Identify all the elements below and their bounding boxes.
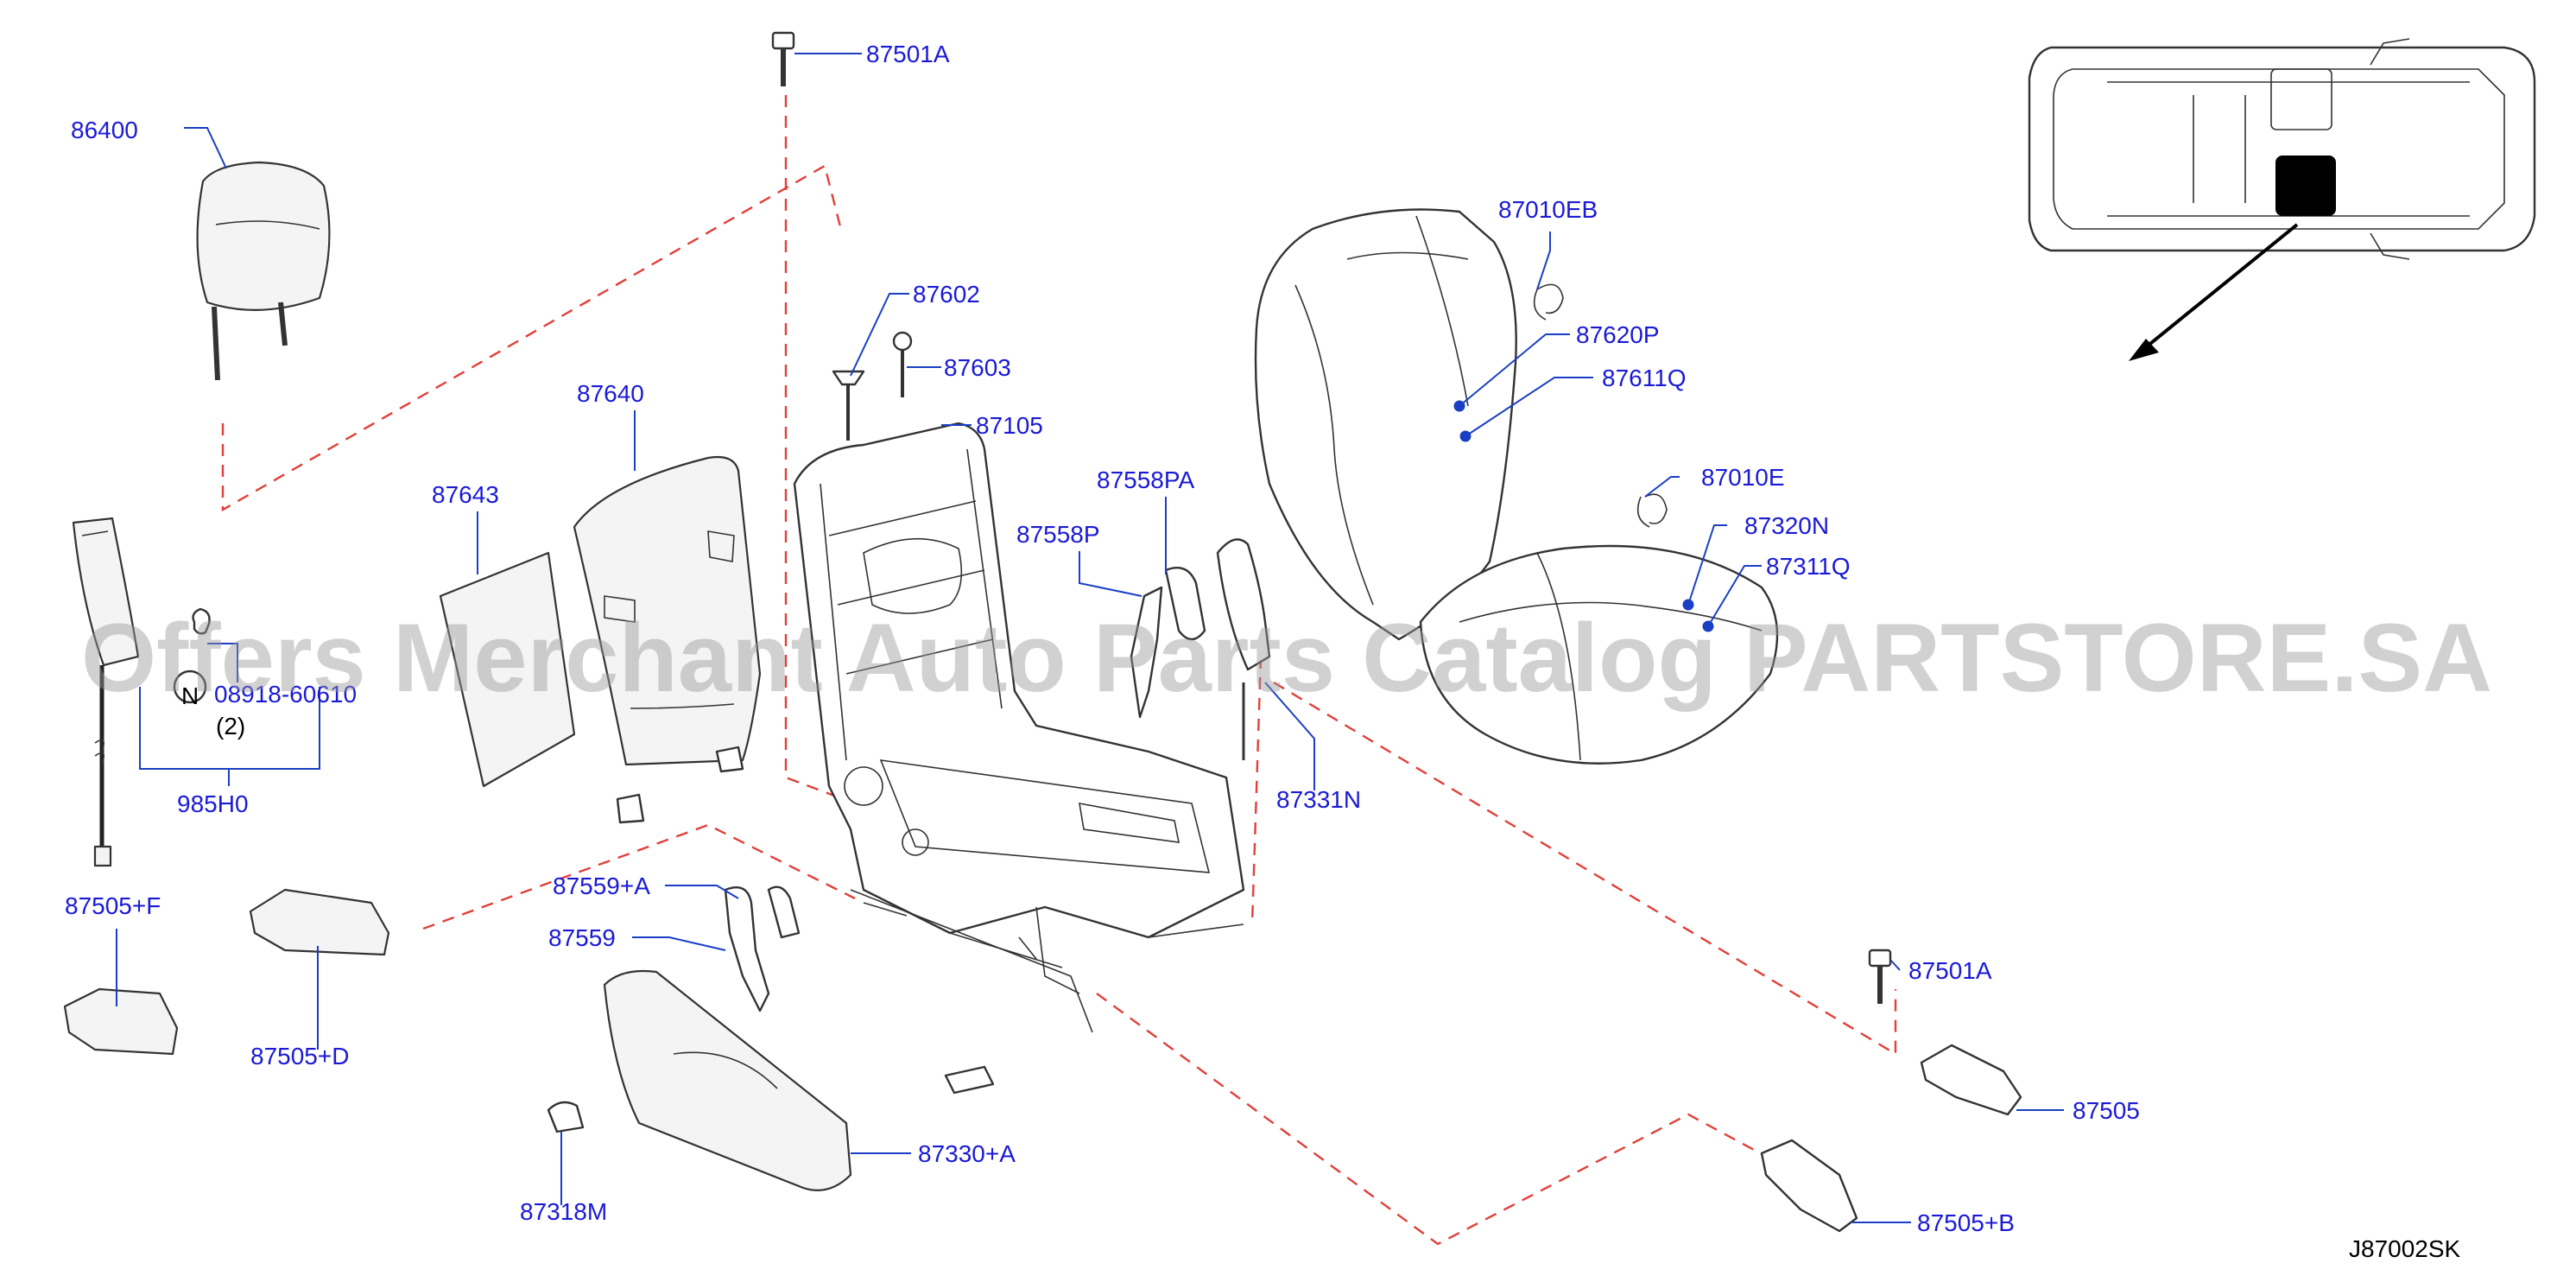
label-87505[interactable]: 87505 <box>2073 1097 2140 1124</box>
seat-back-cushion <box>1254 208 1517 641</box>
assembly-lines <box>221 95 1897 1246</box>
label-87611Q[interactable]: 87611Q <box>1602 365 1687 391</box>
label-87640[interactable]: 87640 <box>577 380 644 407</box>
lever-87558PA <box>1164 566 1206 641</box>
side-cover-87331N <box>1216 538 1271 760</box>
pins-87602-87603 <box>832 331 913 441</box>
label-87559-A[interactable]: 87559+A <box>553 873 650 899</box>
lever-87558P <box>1130 586 1163 719</box>
label-87559[interactable]: 87559 <box>548 924 616 951</box>
label-87602[interactable]: 87602 <box>913 281 980 308</box>
label-87105[interactable]: 87105 <box>976 412 1043 439</box>
label-86400[interactable]: 86400 <box>71 117 138 143</box>
label-87501A-right[interactable]: 87501A <box>1908 957 1992 984</box>
seat-back-pad-87643 <box>439 551 576 788</box>
seat-side-trim-985H0 <box>72 517 211 867</box>
label-87311Q[interactable]: 87311Q <box>1766 553 1851 580</box>
label-87501A-top[interactable]: 87501A <box>866 41 950 67</box>
seat-side-finisher-87330 <box>603 969 852 1191</box>
part-labels: 86400 87501A 87602 87603 87105 87640 876… <box>65 41 2461 1262</box>
clip-rings <box>1536 283 1668 524</box>
label-87010EB[interactable]: 87010EB <box>1498 196 1598 223</box>
bracket-small <box>944 1065 995 1095</box>
rail-cover-87505-F <box>63 987 179 1056</box>
bolt-87501A-right <box>1868 949 1892 1004</box>
label-87558P[interactable]: 87558P <box>1016 521 1100 548</box>
label-87318M[interactable]: 87318M <box>520 1198 607 1225</box>
label-87010E[interactable]: 87010E <box>1701 464 1785 491</box>
knob-87318M <box>547 1101 585 1133</box>
seat-back-panel-87640 <box>573 455 762 766</box>
watermark-text: Offers Merchant Auto Parts Catalog PARTS… <box>81 604 2492 712</box>
label-N: N <box>181 682 199 709</box>
diagram-code: J87002SK <box>2349 1235 2461 1262</box>
vehicle-locator <box>2028 38 2536 361</box>
label-87505-D[interactable]: 87505+D <box>250 1043 349 1069</box>
rail-cover-87505-B <box>1760 1139 1858 1233</box>
label-87643[interactable]: 87643 <box>432 481 499 508</box>
label-quantity: (2) <box>216 713 245 739</box>
hinge-cover-87559 <box>724 885 801 1012</box>
label-87620P[interactable]: 87620P <box>1576 321 1660 348</box>
label-08918-60610[interactable]: 08918-60610 <box>214 681 357 708</box>
leader-lines <box>116 53 2064 1223</box>
rail-cover-87505 <box>1920 1044 2022 1116</box>
small-clips <box>616 746 744 824</box>
label-87330-A[interactable]: 87330+A <box>918 1140 1016 1167</box>
seat-location-marker <box>2275 155 2336 216</box>
label-87320N[interactable]: 87320N <box>1744 512 1829 539</box>
label-87331N[interactable]: 87331N <box>1276 786 1361 813</box>
headrest-86400 <box>196 161 331 381</box>
label-87603[interactable]: 87603 <box>944 354 1011 381</box>
label-87558PA[interactable]: 87558PA <box>1097 466 1194 493</box>
bolt-87501A-top <box>771 31 795 86</box>
label-87505-F[interactable]: 87505+F <box>65 892 161 919</box>
rail-cover-87505-D <box>249 888 390 956</box>
label-87505-B[interactable]: 87505+B <box>1917 1209 2015 1236</box>
seat-frame-87105 <box>793 422 1245 1033</box>
label-985H0[interactable]: 985H0 <box>177 790 249 817</box>
